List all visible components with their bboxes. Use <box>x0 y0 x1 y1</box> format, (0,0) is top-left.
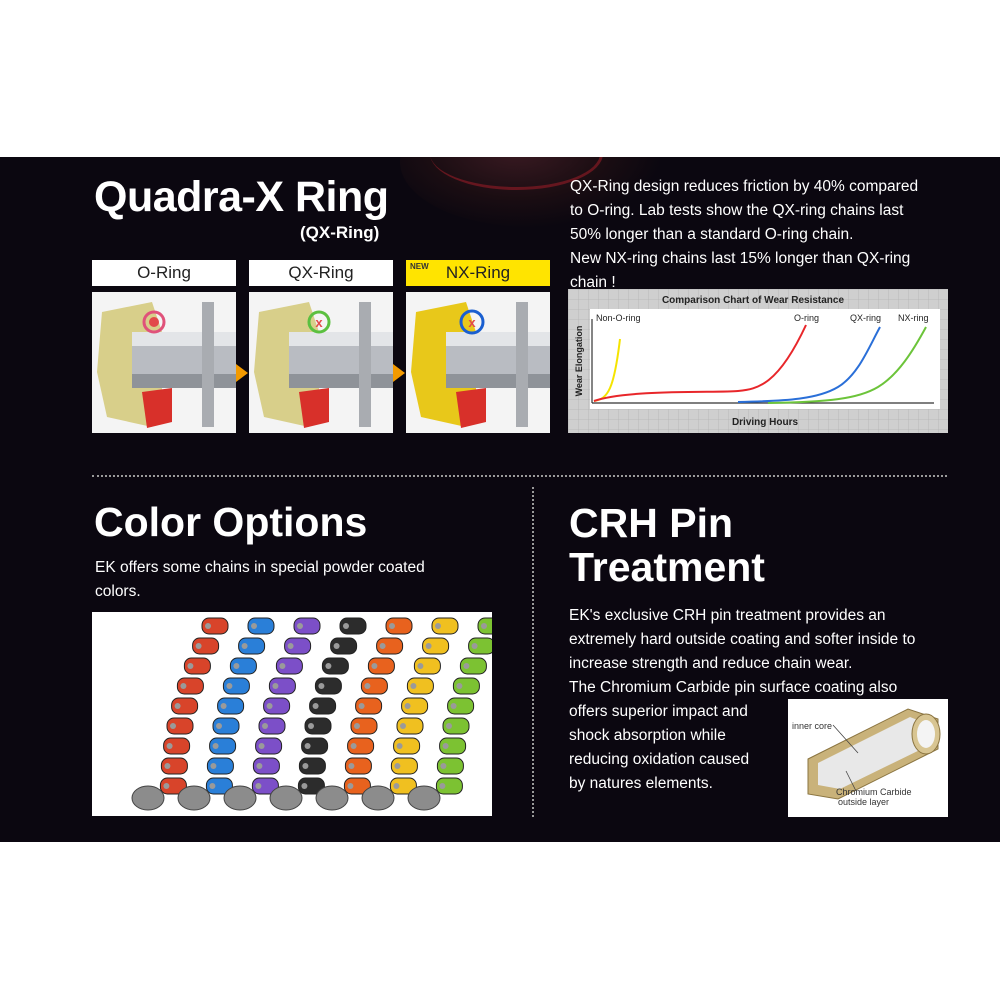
new-badge: NEW <box>410 262 429 271</box>
text-line: QX-Ring design reduces friction by 40% c… <box>570 178 919 195</box>
text-line: colors. <box>95 583 141 600</box>
text-line: New NX-ring chains last 15% longer than … <box>570 250 911 267</box>
nx-ring-diagram: x <box>406 292 550 433</box>
crh-title-line1: CRH Pin <box>569 500 733 546</box>
chart-title: Comparison Chart of Wear Resistance <box>662 295 845 306</box>
series-label-o-ring: O-ring <box>794 313 819 323</box>
y-axis-label: Wear Elongation <box>574 326 584 397</box>
nx-ring-text: NX-Ring <box>445 263 511 282</box>
qx-ring-diagram: x <box>249 292 393 433</box>
chain-strand <box>177 617 275 811</box>
series-label-non-o-ring: Non-O-ring <box>596 313 641 323</box>
arrow-icon <box>236 364 248 382</box>
text-line: EK's exclusive CRH pin treatment provide… <box>569 607 886 624</box>
colored-chains-photo <box>92 612 492 816</box>
series-line-nx-ring <box>767 326 927 404</box>
outer-layer-label: Chromium Carbide <box>836 787 912 797</box>
text-line: extremely hard outside coating and softe… <box>569 631 916 648</box>
chain-strand <box>361 617 459 811</box>
text-line: 50% longer than a standard O-ring chain. <box>570 226 854 243</box>
text-line: The Chromium Carbide pin surface coating… <box>569 679 898 696</box>
chain-strand <box>315 617 413 811</box>
svg-text:x: x <box>468 315 476 330</box>
outer-layer-label-2: outside layer <box>838 797 890 807</box>
section-divider <box>92 475 947 477</box>
crh-title-line2: Treatment <box>569 544 765 590</box>
text-line: reducing oxidation caused <box>569 751 750 768</box>
text-line: chain ! <box>570 274 616 291</box>
qx-subtitle: (QX-Ring) <box>300 223 380 242</box>
color-options-title: Color Options <box>94 499 368 545</box>
crh-pin-diagram: inner core Chromium Carbide outside laye… <box>788 699 948 817</box>
text-line: offers superior impact and <box>569 703 748 720</box>
nx-ring-label: NEW NX-Ring <box>406 260 550 286</box>
column-divider <box>532 487 534 817</box>
chain-strand <box>269 617 367 811</box>
x-axis-label: Driving Hours <box>732 417 799 428</box>
chain-strand <box>131 617 229 811</box>
o-ring-label: O-Ring <box>92 260 236 286</box>
series-line-o-ring <box>593 324 807 402</box>
text-line: EK offers some chains in special powder … <box>95 559 425 576</box>
qx-description: QX-Ring design reduces friction by 40% c… <box>570 175 970 295</box>
inner-core-label: inner core <box>792 721 833 731</box>
crh-description: EK's exclusive CRH pin treatment provide… <box>569 604 969 796</box>
text-line: to O-ring. Lab tests show the QX-ring ch… <box>570 202 904 219</box>
qx-title: Quadra-X Ring <box>94 173 389 221</box>
svg-text:x: x <box>315 315 323 330</box>
series-line-qx-ring <box>737 326 881 403</box>
o-ring-diagram <box>92 292 236 433</box>
feature-panel: Quadra-X Ring (QX-Ring) O-Ring QX-Ring N… <box>0 157 1000 842</box>
series-label-qx-ring: QX-ring <box>850 313 881 323</box>
chain-strand <box>223 617 321 811</box>
wear-resistance-chart: Comparison Chart of Wear Resistance Wear… <box>568 289 948 433</box>
series-label-nx-ring: NX-ring <box>898 313 929 323</box>
text-line: shock absorption while <box>569 727 726 744</box>
chain-strand <box>407 617 492 811</box>
color-options-description: EK offers some chains in special powder … <box>95 556 495 604</box>
text-line: increase strength and reduce chain wear. <box>569 655 853 672</box>
qx-ring-label: QX-Ring <box>249 260 393 286</box>
text-line: by natures elements. <box>569 775 713 792</box>
crh-title: CRH Pin Treatment <box>569 501 765 589</box>
arrow-icon <box>393 364 405 382</box>
